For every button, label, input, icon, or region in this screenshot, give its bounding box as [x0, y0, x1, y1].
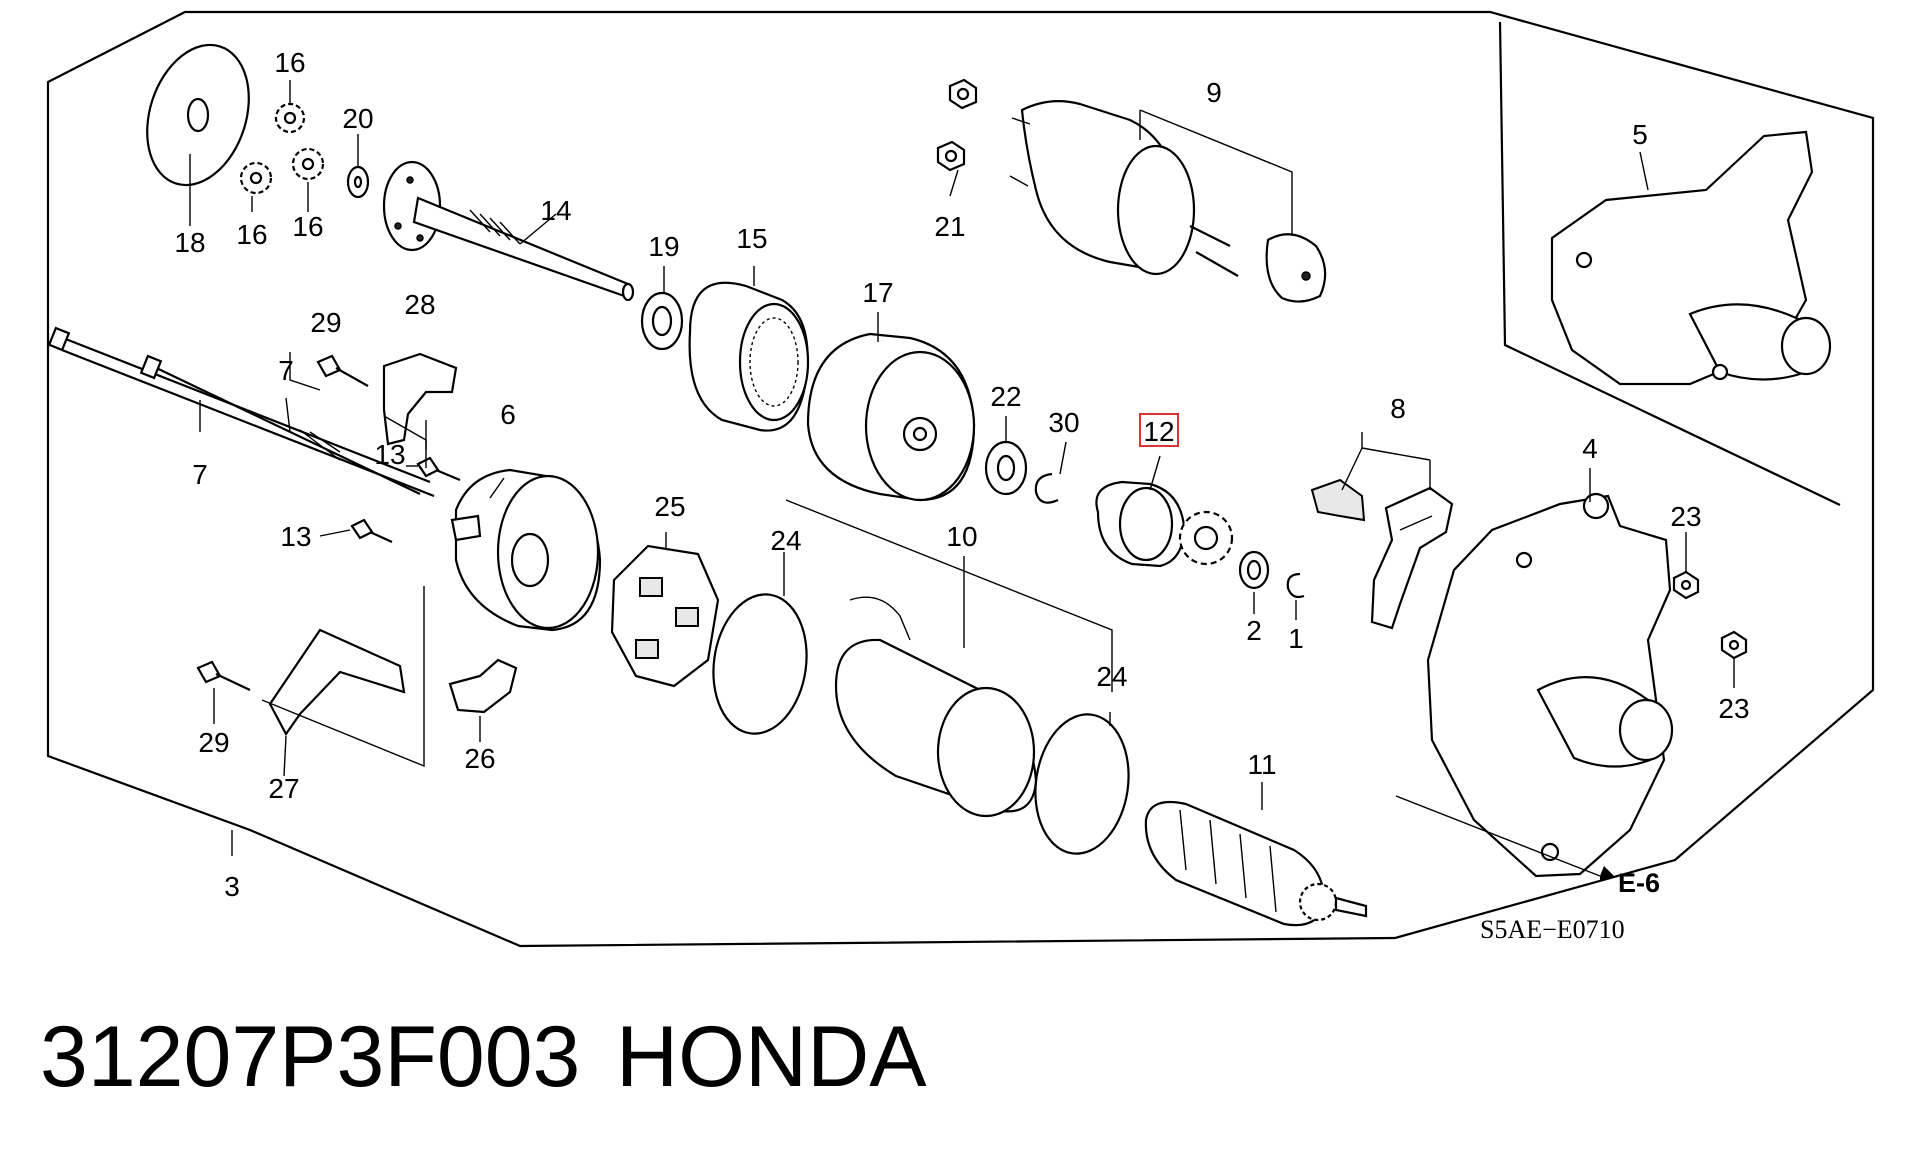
- callout-1: 1: [1288, 623, 1304, 654]
- screw-part-13: [350, 456, 461, 544]
- shift-lever-part-8: [1310, 478, 1454, 630]
- callout-8: 8: [1390, 393, 1406, 424]
- thrust-washer-part-18: [146, 43, 250, 187]
- callout-26: 26: [464, 743, 495, 774]
- callout-24a: 24: [770, 525, 801, 556]
- callout-23a: 23: [1670, 501, 1701, 532]
- callout-5: 5: [1632, 119, 1648, 150]
- callout-3: 3: [224, 871, 240, 902]
- callout-13b: 13: [280, 521, 311, 552]
- callout-29a: 29: [310, 307, 341, 338]
- drive-housing-part-5: [1550, 130, 1832, 386]
- o-ring-part-24-right: [1034, 713, 1130, 855]
- overrunning-clutch-part-12: [1095, 480, 1234, 568]
- callout-16b: 16: [236, 219, 267, 250]
- callout-19: 19: [648, 231, 679, 262]
- bracket-part-28: [382, 352, 458, 446]
- circlip-part-1: [1286, 572, 1305, 599]
- reference-label: E-6: [1618, 868, 1660, 898]
- callout-11: 11: [1247, 749, 1276, 780]
- callout-6: 6: [500, 399, 516, 430]
- callout-12: 12: [1143, 416, 1174, 447]
- callout-18: 18: [174, 227, 205, 258]
- bracket-part-27: [268, 628, 406, 737]
- callout-14: 14: [540, 195, 571, 226]
- callout-15: 15: [736, 223, 767, 254]
- end-frame-part-6: [450, 468, 602, 632]
- callout-24b: 24: [1096, 661, 1127, 692]
- drive-housing-part-4: [1426, 492, 1674, 878]
- inset-box: [1498, 21, 1841, 506]
- washer-part-22: [984, 440, 1028, 496]
- brand-name: HONDA: [616, 1009, 927, 1105]
- callout-7a: 7: [192, 459, 208, 490]
- snap-ring-part-30: [1034, 472, 1059, 504]
- callout-13a: 13: [374, 439, 405, 470]
- callout-16c: 16: [292, 211, 323, 242]
- washer-part-19: [640, 291, 684, 351]
- callout-21: 21: [934, 211, 965, 242]
- o-ring-part-24-left: [712, 593, 808, 735]
- callout-16a: 16: [274, 47, 305, 78]
- stop-collar-part-2: [1238, 550, 1270, 590]
- callout-30: 30: [1048, 407, 1079, 438]
- callout-17: 17: [862, 277, 893, 308]
- bolt-part-29: [196, 354, 369, 691]
- callout-7b: 7: [278, 355, 294, 386]
- yoke-assembly-part-10: [834, 596, 1038, 818]
- through-bolt-part-7: [47, 326, 435, 498]
- solenoid-part-9: [1009, 99, 1327, 303]
- callout-22: 22: [990, 381, 1021, 412]
- brush-holder-part-25: [610, 544, 720, 688]
- callout-25: 25: [654, 491, 685, 522]
- callout-9: 9: [1206, 77, 1222, 108]
- callout-28: 28: [404, 289, 435, 320]
- clip-part-26: [448, 658, 518, 714]
- callout-10: 10: [946, 521, 977, 552]
- callout-2: 2: [1246, 615, 1262, 646]
- part-number: 31207P3F003: [40, 1009, 581, 1105]
- callout-20: 20: [342, 103, 373, 134]
- diagram-code: S5AE−E0710: [1480, 915, 1625, 944]
- callout-12-highlight: [1139, 413, 1179, 447]
- callout-23b: 23: [1718, 693, 1749, 724]
- nut-part-23: [1672, 570, 1748, 660]
- gear-housing-part-17: [806, 332, 976, 502]
- armature-part-11: [1144, 800, 1368, 927]
- planetary-gear-part-16: [239, 102, 325, 195]
- internal-gear-part-15: [688, 281, 810, 432]
- leader-lines: [189, 80, 1735, 877]
- washer-part-20: [346, 165, 370, 199]
- e6-arrow: [1600, 866, 1614, 882]
- nut-part-21: [936, 78, 978, 172]
- pinion-shaft-part-14: [382, 160, 635, 302]
- callout-29b: 29: [198, 727, 229, 758]
- callout-4: 4: [1582, 433, 1598, 464]
- assembly-outline: [46, 10, 1875, 948]
- callout-27: 27: [268, 773, 299, 804]
